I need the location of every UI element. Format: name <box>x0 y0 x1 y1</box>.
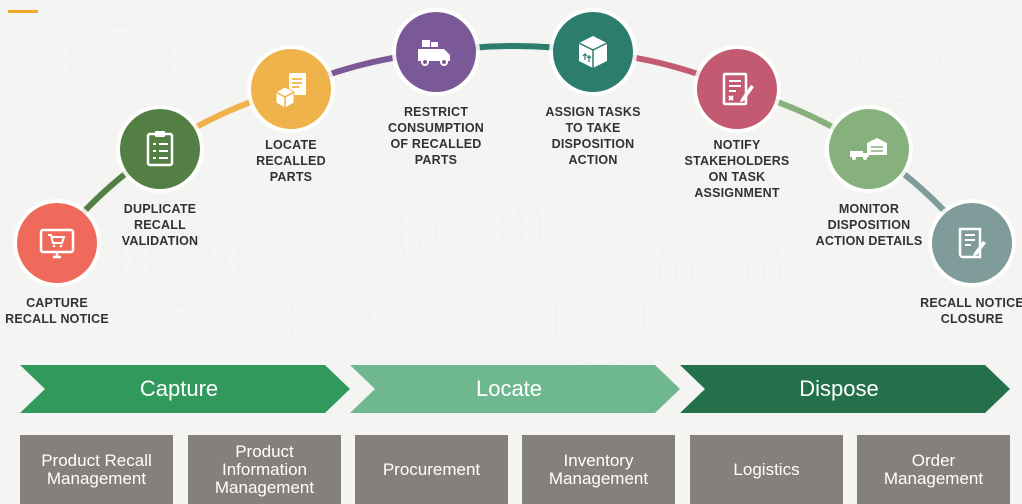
phase-capture: Capture <box>20 365 350 413</box>
phase-label: Dispose <box>799 376 879 401</box>
phase-arrow-dispose <box>680 365 1010 413</box>
step-label: LOCATE RECALLED PARTS <box>256 138 326 184</box>
step-label: DUPLICATE RECALL VALIDATION <box>121 202 199 248</box>
step-label: NOTIFY STAKEHOLDERS ON TASK ASSIGNMENT <box>684 138 790 200</box>
app-label: Inventory Management <box>548 450 649 488</box>
delivery-van-icon <box>418 40 450 66</box>
app-product-recall-management: Product Recall Management <box>20 435 173 504</box>
step-label: MONITOR DISPOSITION ACTION DETAILS <box>815 202 923 248</box>
step-circle <box>697 49 777 129</box>
phase-arrows <box>20 365 1010 413</box>
step-recall-notice-closure: RECALL NOTICE CLOSURE <box>920 203 1022 326</box>
app-order-management: Order Management <box>857 435 1010 504</box>
app-label: Logistics <box>733 459 800 479</box>
computer-cart-icon <box>39 228 75 259</box>
accent-bar <box>8 10 38 13</box>
step-capture-recall-notice: CAPTURE RECALL NOTICE <box>5 203 109 326</box>
app-inventory-management: Inventory Management <box>522 435 675 504</box>
step-locate-recalled-parts: LOCATE RECALLED PARTS <box>251 49 331 184</box>
step-label: RECALL NOTICE CLOSURE <box>920 296 1022 326</box>
step-circle <box>17 203 97 283</box>
app-procurement: Procurement <box>355 435 508 504</box>
step-assign-tasks: ASSIGN TASKS TO TAKE DISPOSITION ACTION <box>545 12 640 167</box>
step-label: RESTRICT CONSUMPTION OF RECALLED PARTS <box>388 105 484 167</box>
app-product-information-management: Product Information Management <box>188 435 341 504</box>
box-document-icon <box>275 73 306 109</box>
step-circle <box>932 203 1012 283</box>
step-label: ASSIGN TASKS TO TAKE DISPOSITION ACTION <box>545 105 641 167</box>
step-monitor-disposition: MONITOR DISPOSITION ACTION DETAILS <box>816 109 922 248</box>
step-notify-stakeholders: NOTIFY STAKEHOLDERS ON TASK ASSIGNMENT <box>685 49 789 200</box>
package-box-icon <box>578 36 608 68</box>
step-duplicate-recall-validation: DUPLICATE RECALL VALIDATION <box>120 109 200 248</box>
phase-arrow-capture <box>20 365 350 413</box>
phase-locate: Locate <box>350 365 680 413</box>
step-circle <box>396 12 476 92</box>
phase-dispose: Dispose <box>680 365 1010 413</box>
step-circle <box>251 49 331 129</box>
phase-band: Capture Locate Dispose <box>20 365 1010 413</box>
clipboard-checklist-icon <box>146 131 174 167</box>
app-label: Order Management <box>883 450 984 488</box>
app-label: Procurement <box>382 459 481 479</box>
phase-arrow-locate <box>350 365 680 413</box>
truck-warehouse-icon <box>850 138 887 160</box>
step-restrict-consumption: RESTRICT CONSUMPTION OF RECALLED PARTS <box>388 12 484 167</box>
app-label: Product Recall Management <box>41 450 152 488</box>
step-label: CAPTURE RECALL NOTICE <box>5 296 109 326</box>
phase-label: Capture <box>139 376 219 401</box>
step-circle <box>120 109 200 189</box>
step-circle <box>553 12 633 92</box>
scroll-pen-icon <box>958 227 986 259</box>
phase-label: Locate <box>475 376 543 401</box>
step-circle <box>829 109 909 189</box>
app-logistics: Logistics <box>690 435 843 504</box>
document-pen-icon <box>722 72 754 106</box>
app-label: Product Information Management <box>214 441 315 497</box>
